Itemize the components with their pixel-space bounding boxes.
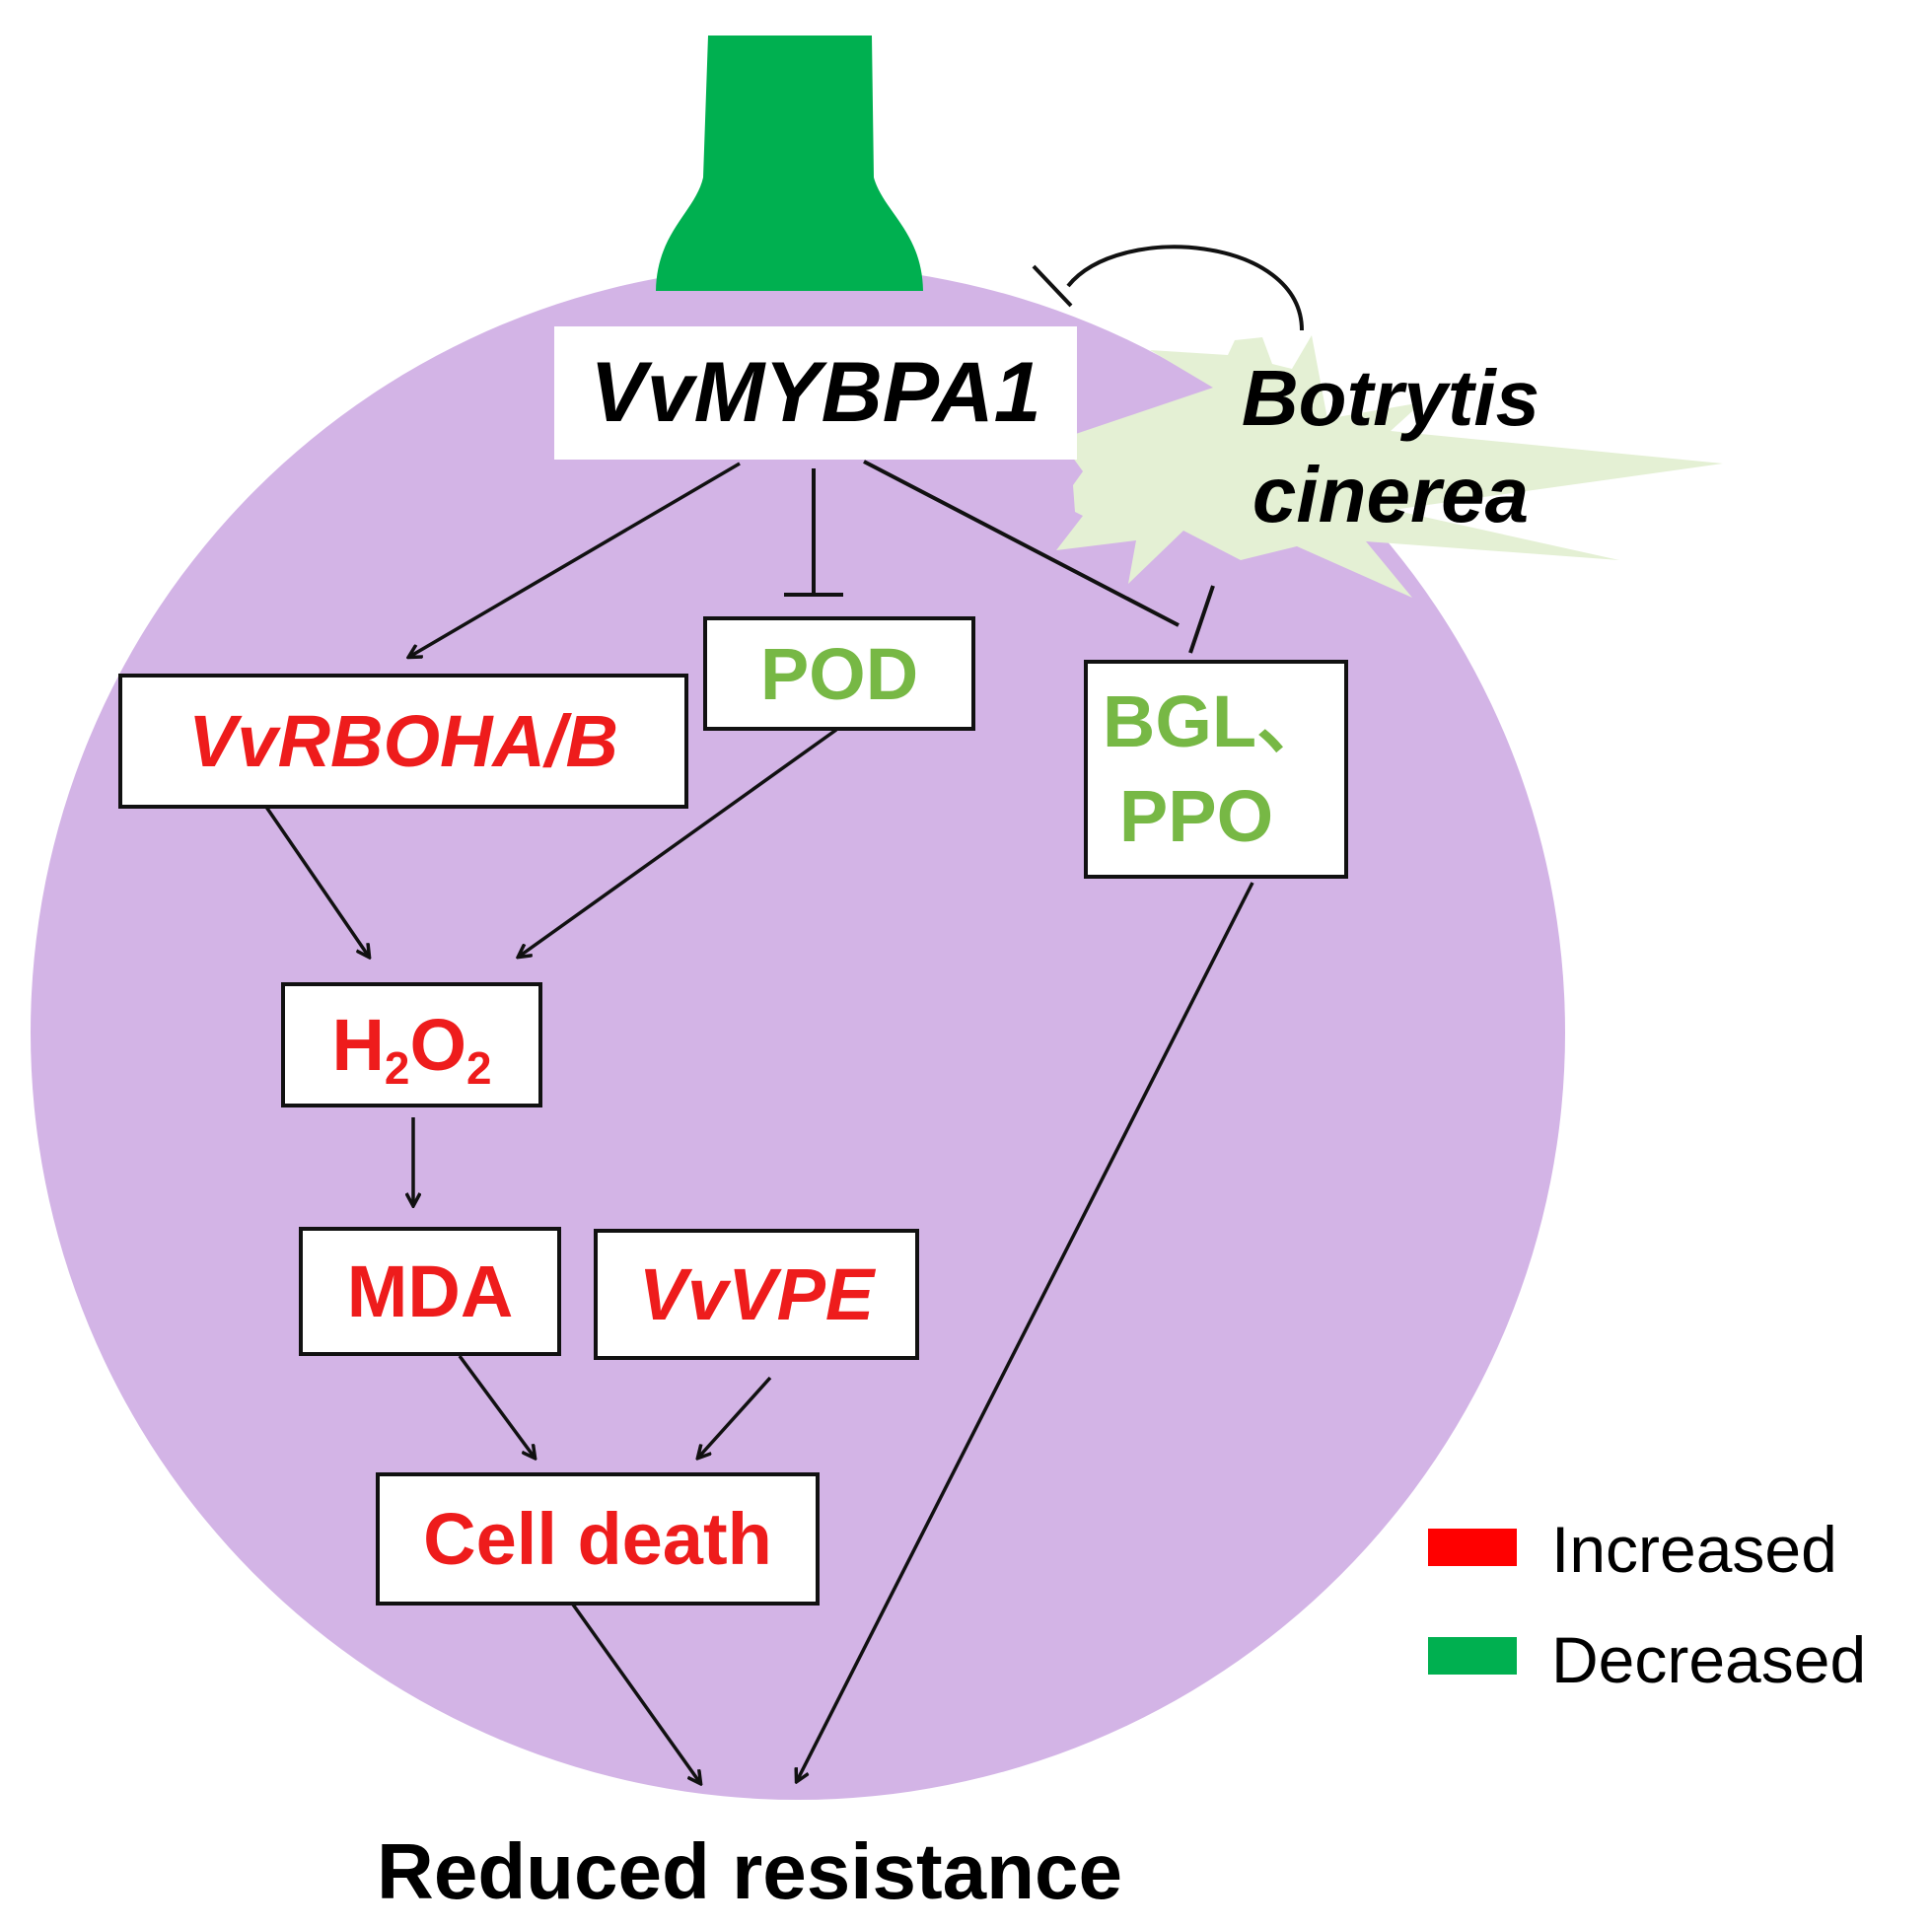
node-mda-label: MDA — [346, 1250, 514, 1332]
edge-mybpa1-rboh — [409, 462, 741, 657]
node-bgl-ppo: BGL、 PPO — [1084, 660, 1348, 879]
node-vvvpe: VvVPE — [594, 1229, 919, 1360]
pathogen-inhibit-bar — [1032, 264, 1073, 308]
edge-mybpa1-bgl — [863, 460, 1180, 627]
node-pod-label: POD — [759, 632, 919, 715]
edge-mybpa1-bgl-bar — [1188, 585, 1215, 654]
node-vvrboh-label: VvRBOHA/B — [188, 700, 618, 782]
node-ppo-label: PPO — [1118, 775, 1274, 857]
edge-vpe-celldeath — [698, 1376, 772, 1458]
node-pod: POD — [703, 616, 975, 731]
pathogen-label: Botrytis cinerea — [1164, 350, 1617, 543]
pathogen-inhibit-curve — [1066, 245, 1304, 331]
node-vvmybpa1-label: VvMYBPA1 — [590, 345, 1041, 440]
legend-increased-label: Increased — [1551, 1513, 1837, 1586]
node-h2o2: H2O2 — [281, 982, 542, 1107]
edge-rboh-h2o2 — [257, 796, 369, 957]
pathogen-label-line1: Botrytis — [1241, 354, 1540, 442]
edge-celldeath-outcome — [571, 1603, 700, 1783]
node-cell-death-label: Cell death — [423, 1498, 772, 1580]
node-vvrboh: VvRBOHA/B — [118, 674, 688, 809]
legend-decreased-label: Decreased — [1551, 1623, 1867, 1696]
legend-decreased-swatch — [1428, 1637, 1517, 1675]
edge-mda-celldeath — [458, 1354, 535, 1458]
pathogen-burst-shape — [1055, 335, 1723, 598]
node-h2o2-label: H2O2 — [331, 1004, 492, 1094]
legend-increased-swatch — [1428, 1529, 1517, 1566]
grape-stem-shape — [656, 36, 923, 291]
node-mda: MDA — [299, 1227, 561, 1356]
node-vvmybpa1: VvMYBPA1 — [554, 326, 1077, 460]
edge-pod-h2o2 — [519, 728, 838, 957]
node-vvvpe-label: VvVPE — [638, 1253, 875, 1335]
outcome-label: Reduced resistance — [296, 1826, 1203, 1917]
outcome-label-text: Reduced resistance — [377, 1827, 1122, 1915]
edge-bgl-outcome — [797, 882, 1254, 1781]
node-cell-death: Cell death — [376, 1472, 820, 1606]
node-bgl-label: BGL、 — [1102, 680, 1330, 762]
pathogen-label-line2: cinerea — [1252, 451, 1530, 538]
